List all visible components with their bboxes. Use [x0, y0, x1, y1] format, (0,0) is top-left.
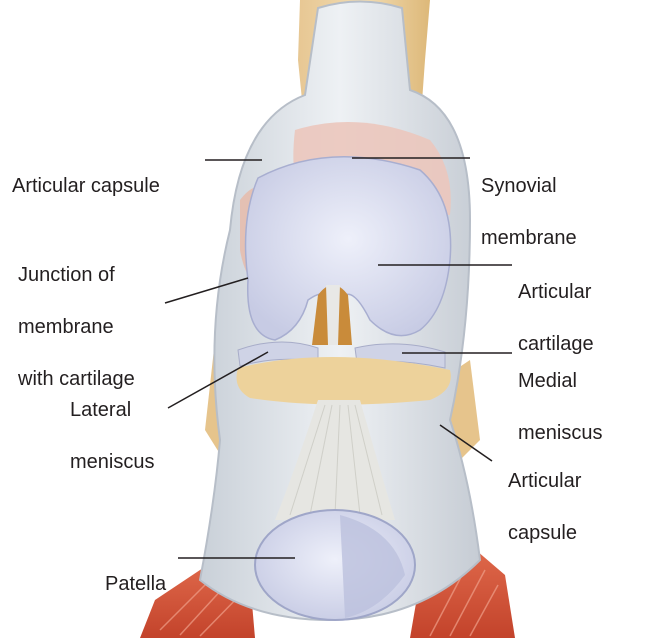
label-articular-capsule-right: Articular capsule — [508, 442, 581, 572]
label-patella: Patella — [105, 545, 166, 623]
label-lateral-meniscus: Lateral meniscus — [70, 371, 154, 501]
cruciate-ligament — [326, 285, 340, 345]
label-articular-capsule-left: Articular capsule — [12, 147, 160, 225]
